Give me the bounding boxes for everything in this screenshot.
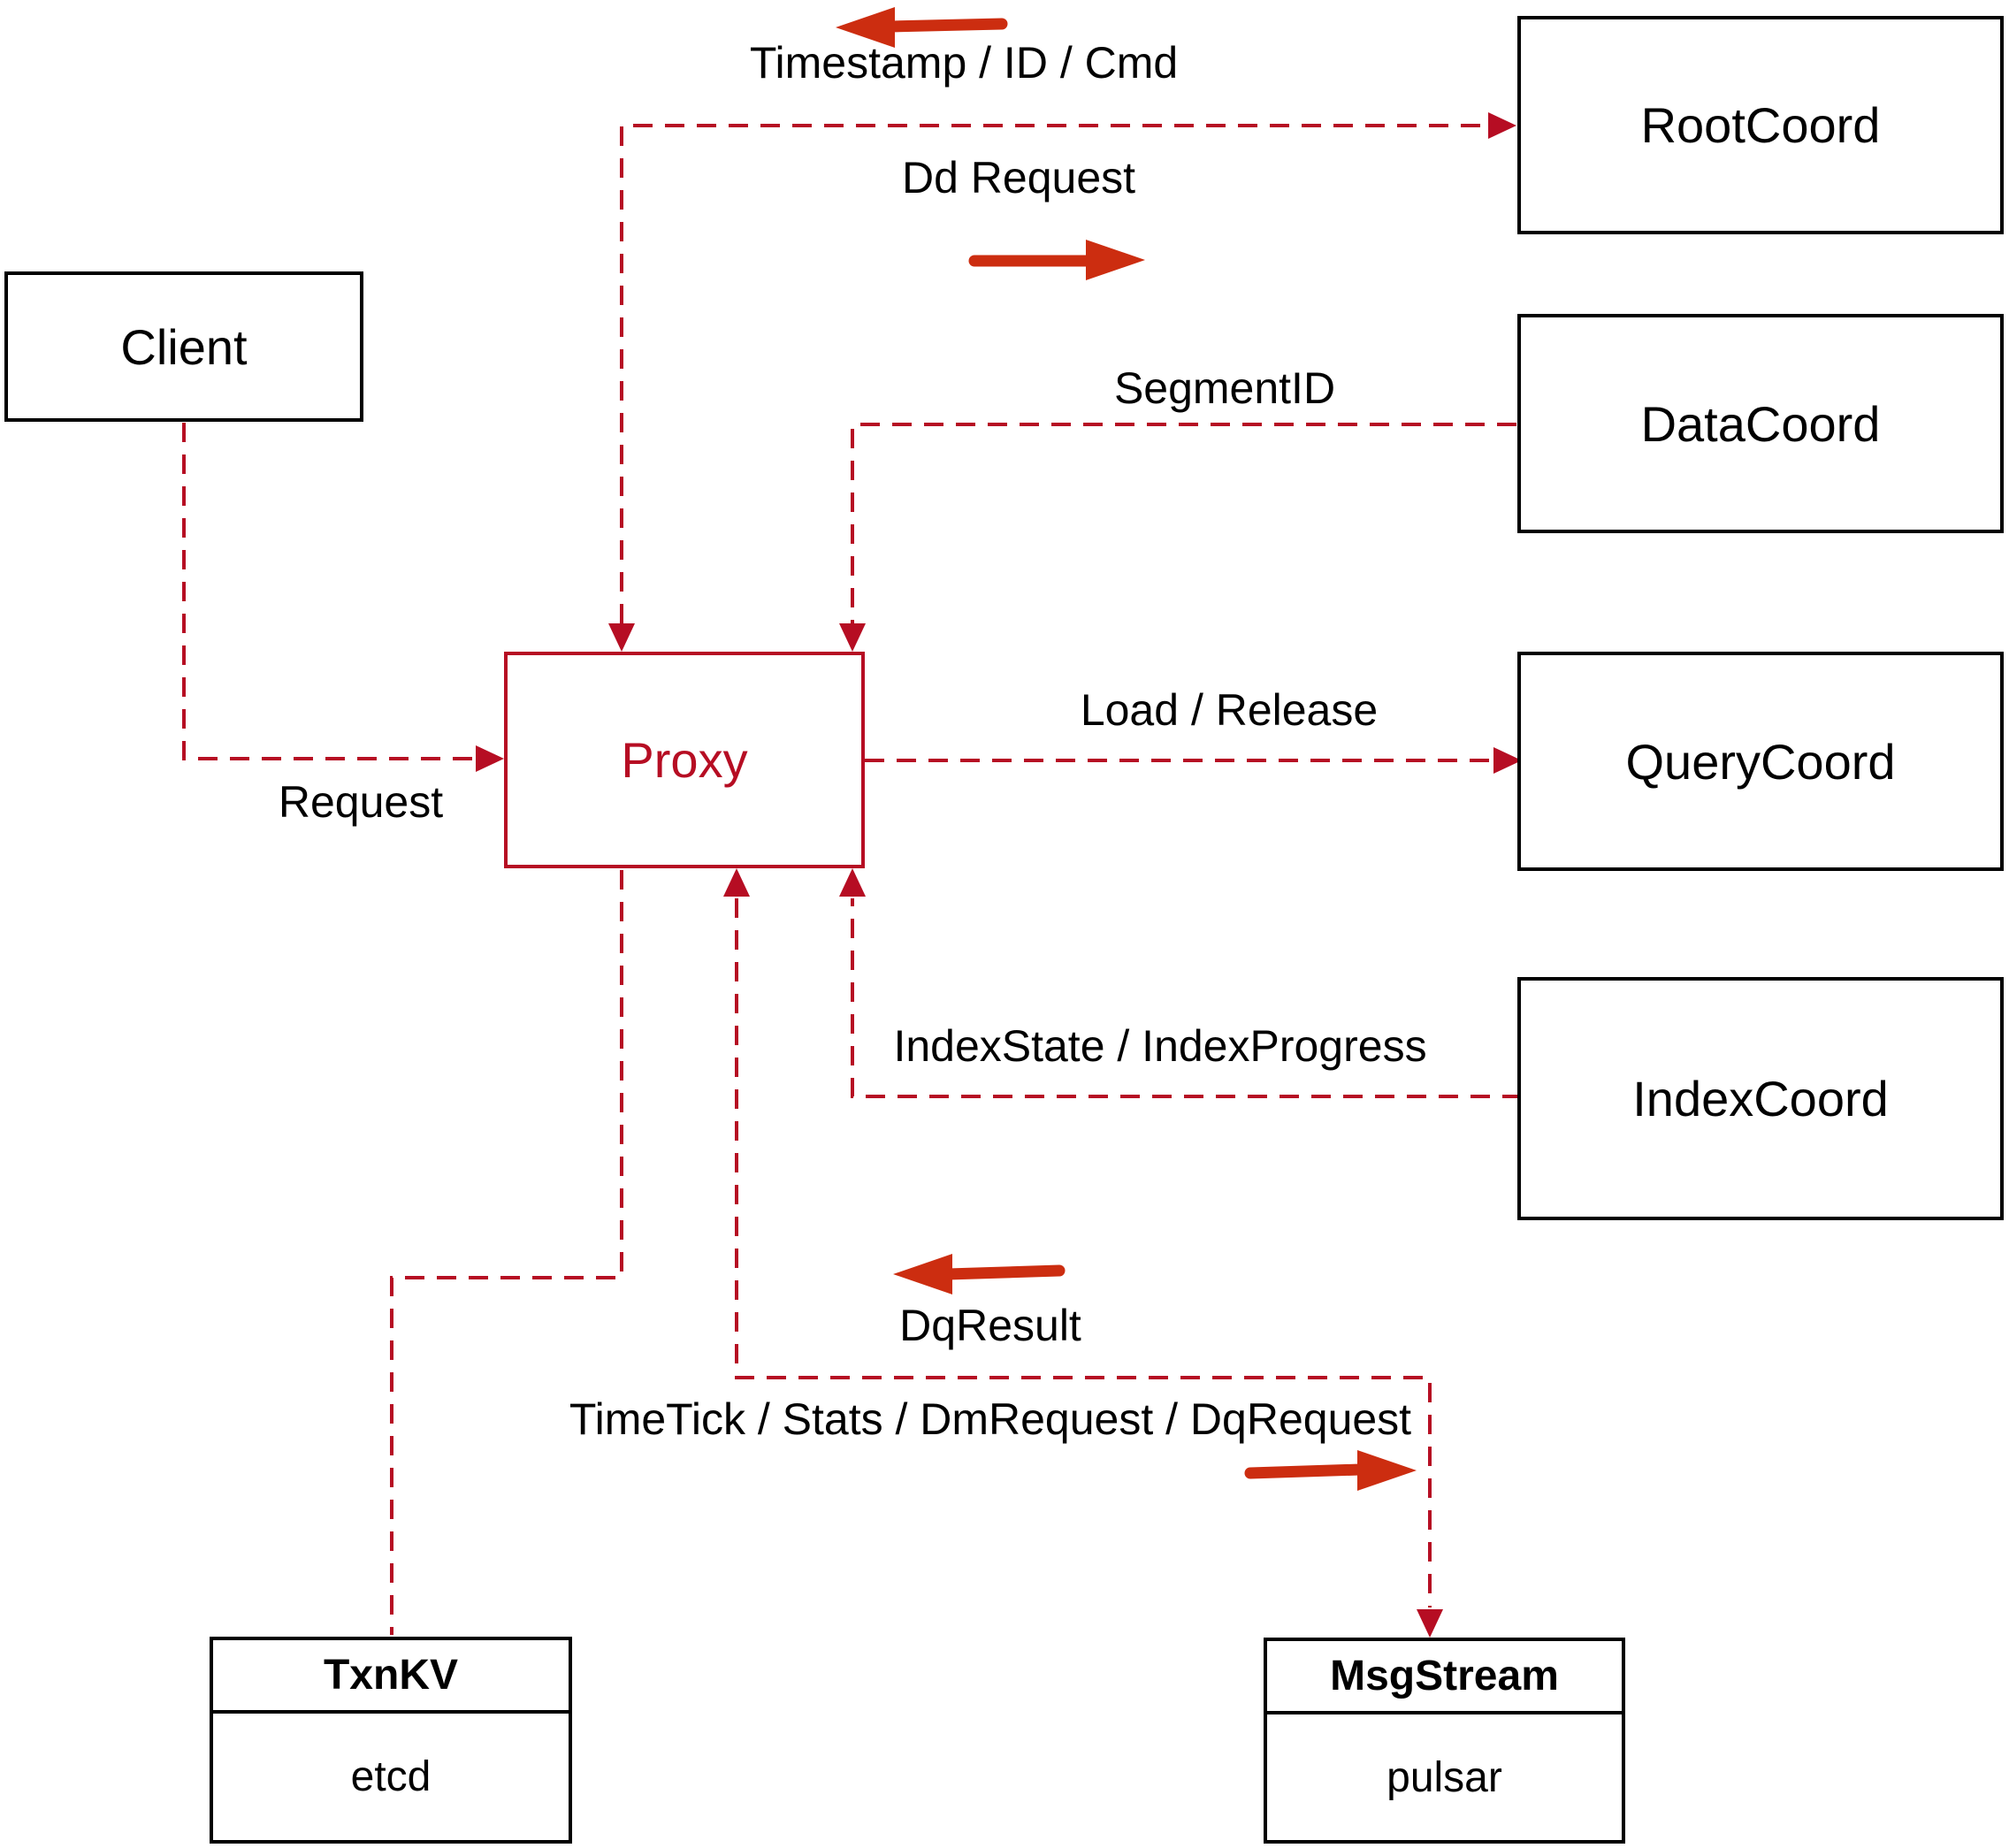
arrowhead-into-rootcoord (1488, 112, 1516, 139)
node-querycoord-label: QueryCoord (1625, 733, 1896, 790)
arrowhead-into-proxy-top-right (839, 623, 866, 652)
edge-client-proxy-line (182, 423, 474, 760)
arrow-right-icon (1244, 1450, 1417, 1491)
edge-label-dq-result: DqResult (899, 1301, 1081, 1350)
edge-label-request: Request (278, 777, 444, 827)
edge-label-index-state-progress: IndexState / IndexProgress (893, 1021, 1427, 1071)
node-indexcoord-label: IndexCoord (1632, 1071, 1889, 1126)
node-rootcoord-label: RootCoord (1640, 97, 1881, 153)
arrowhead-into-proxy-left (476, 745, 504, 772)
arrowhead-into-msgstream (1417, 1609, 1443, 1638)
arrow-left-icon (893, 1254, 1066, 1294)
edge-label-segment-id: SegmentID (1113, 363, 1336, 413)
edge-label-dd-request: Dd Request (901, 153, 1136, 202)
node-querycoord: QueryCoord (1517, 652, 2004, 871)
arrowhead-into-proxy-bottom-right (839, 868, 866, 897)
node-indexcoord: IndexCoord (1517, 977, 2004, 1220)
edge-label-timestamp-id-cmd: Timestamp / ID / Cmd (749, 38, 1179, 88)
node-proxy: Proxy (504, 652, 865, 868)
edge-proxy-msgstream-line (735, 898, 1432, 1607)
edge-label-load-release: Load / Release (1080, 685, 1379, 735)
edge-proxy-txnkv-line (390, 870, 623, 1635)
edge-label-time-tick-stats: TimeTick / Stats / DmRequest / DqRequest (569, 1394, 1412, 1444)
node-txnkv-title: TxnKV (213, 1640, 569, 1714)
arrowhead-into-proxy-top-left (608, 623, 635, 652)
arrowhead-into-proxy-bottom-mid (723, 868, 750, 897)
node-rootcoord: RootCoord (1517, 16, 2004, 234)
node-client: Client (4, 271, 363, 422)
node-datacoord-label: DataCoord (1640, 395, 1881, 452)
node-msgstream-implementation: pulsar (1386, 1753, 1502, 1801)
node-msgstream: MsgStream pulsar (1264, 1638, 1625, 1844)
node-msgstream-title: MsgStream (1267, 1641, 1622, 1714)
node-datacoord: DataCoord (1517, 314, 2004, 533)
node-txnkv-implementation: etcd (350, 1753, 432, 1800)
node-proxy-label: Proxy (621, 732, 748, 788)
node-txnkv: TxnKV etcd (210, 1637, 572, 1844)
arrow-right-icon (968, 240, 1145, 280)
edge-datacoord-proxy-line (851, 423, 1516, 623)
node-client-label: Client (120, 318, 248, 375)
